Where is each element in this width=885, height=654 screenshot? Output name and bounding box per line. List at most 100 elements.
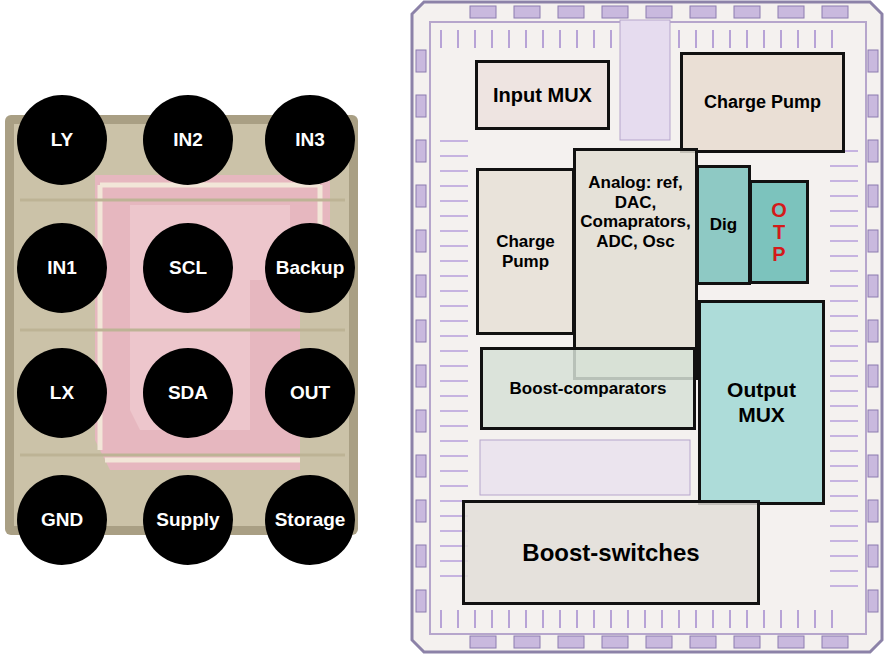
metal-line [830, 300, 858, 302]
bond-pad [868, 545, 878, 567]
pin-name: Supply [156, 509, 219, 531]
metal-line [763, 30, 765, 48]
metal-line [440, 440, 468, 442]
pin-name: LX [50, 382, 74, 404]
bond-pad [868, 320, 878, 342]
metal-line [830, 330, 858, 332]
metal-line [525, 30, 527, 48]
bond-pad [734, 6, 760, 18]
circuit-block: Boost-switches [462, 500, 760, 605]
metal-line [830, 285, 858, 287]
bond-pad [646, 636, 672, 648]
metal-line [610, 30, 612, 48]
pin-name: GND [41, 509, 83, 531]
metal-line [780, 30, 782, 48]
metal-line [440, 425, 468, 427]
metal-line [746, 30, 748, 48]
metal-line [814, 610, 816, 628]
metal-line [695, 610, 697, 628]
metal-line [712, 610, 714, 628]
metal-line [440, 470, 468, 472]
metal-line [830, 345, 858, 347]
metal-line [440, 455, 468, 457]
pin-pad: SCL [143, 223, 233, 313]
metal-line [830, 555, 858, 557]
metal-line [763, 610, 765, 628]
block-label: Output MUX [704, 378, 819, 426]
bond-pad [868, 455, 878, 477]
metal-line [830, 480, 858, 482]
metal-line [830, 240, 858, 242]
bond-pad [868, 185, 878, 207]
bond-pad [416, 50, 426, 72]
bond-pad [416, 590, 426, 612]
metal-line [576, 30, 578, 48]
metal-line [440, 335, 468, 337]
bond-pad [558, 6, 584, 18]
bond-pad [868, 95, 878, 117]
bond-pad [734, 636, 760, 648]
metal-line [830, 375, 858, 377]
block-label: Charge Pump [482, 232, 569, 271]
metal-line [474, 610, 476, 628]
bond-pad [822, 636, 848, 648]
pin-name: Backup [276, 257, 345, 279]
block-label: Input MUX [493, 84, 592, 107]
metal-line [440, 245, 468, 247]
pin-pad: IN3 [265, 95, 355, 185]
bond-pad [602, 6, 628, 18]
bond-pad [868, 365, 878, 387]
block-label: Dig [710, 215, 737, 235]
metal-line [830, 270, 858, 272]
bond-pad [868, 500, 878, 522]
bond-pad [416, 500, 426, 522]
metal-line [678, 30, 680, 48]
bond-pad [416, 320, 426, 342]
metal-line [830, 570, 858, 572]
pin-pad: LY [17, 95, 107, 185]
metal-line [440, 275, 468, 277]
metal-line [508, 610, 510, 628]
bond-pad [778, 6, 804, 18]
metal-line [644, 610, 646, 628]
layout-detail [416, 6, 878, 648]
bond-pad [514, 636, 540, 648]
bond-pad [416, 455, 426, 477]
metal-line [830, 225, 858, 227]
circuit-block: Output MUX [698, 300, 825, 505]
metal-line [508, 30, 510, 48]
pin-name: Storage [275, 509, 346, 531]
metal-line [457, 30, 459, 48]
metal-line [559, 30, 561, 48]
bond-pad [778, 636, 804, 648]
block-label: Boost-comparators [510, 379, 667, 399]
metal-line [797, 610, 799, 628]
pin-name: IN3 [295, 129, 325, 151]
circuit-block: Dig [696, 165, 751, 285]
pin-name: LY [51, 129, 74, 151]
pin-pad: Supply [143, 475, 233, 565]
pin-pad: Backup [265, 223, 355, 313]
metal-line [830, 405, 858, 407]
metal-line [678, 610, 680, 628]
bond-pad [868, 140, 878, 162]
metal-line [729, 610, 731, 628]
metal-line [440, 380, 468, 382]
block-label: Analog: ref, DAC, Comaprators, ADC, Osc [579, 173, 692, 251]
metal-line [440, 395, 468, 397]
metal-line [695, 30, 697, 48]
bond-pad [514, 6, 540, 18]
bond-pad [416, 185, 426, 207]
bond-pad [868, 275, 878, 297]
pin-name: IN1 [47, 257, 77, 279]
metal-line [830, 495, 858, 497]
metal-line [440, 320, 468, 322]
metal-line [661, 610, 663, 628]
metal-line [830, 420, 858, 422]
metal-line [830, 255, 858, 257]
metal-line [830, 315, 858, 317]
metal-line [830, 525, 858, 527]
circuit-block: Analog: ref, DAC, Comaprators, ADC, Osc [573, 148, 698, 380]
metal-line [830, 540, 858, 542]
